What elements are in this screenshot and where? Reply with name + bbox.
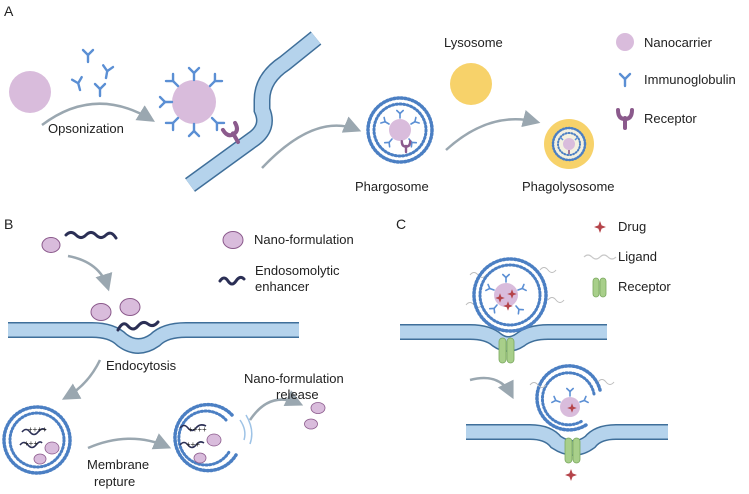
targeted-liposome-bottom: [529, 364, 615, 432]
release-arrow: [248, 390, 304, 421]
release-label-1: Nano-formulation: [244, 371, 344, 386]
membrane-receptor-c-bottom: [564, 437, 581, 464]
svg-text:+++: +++: [186, 440, 200, 449]
legend-ligand-icon: [583, 254, 617, 260]
ruptured-endosome: ++++ +++: [173, 402, 253, 473]
phagosome: [366, 96, 434, 164]
nano-formulation-bound-2: [119, 298, 141, 316]
legend-enhancer-label-1: Endosomolytic: [255, 263, 340, 278]
legend-ligand-label: Ligand: [618, 249, 657, 264]
endosome: ++++ +++: [2, 405, 72, 475]
internalization-arrow-c: [469, 376, 514, 400]
opsonization-label: Opsonization: [48, 121, 124, 136]
legend-nanocarrier-label: Nanocarrier: [644, 35, 713, 50]
released-nano-formulation-1: [310, 402, 326, 414]
legend-receptor-label: Receptor: [644, 111, 697, 126]
nanocarrier-free: [9, 71, 51, 113]
release-label-2: release: [276, 387, 319, 402]
legend-drug-icon: [594, 221, 606, 233]
phagolysosome: [544, 119, 594, 169]
enhancer-bound: [116, 320, 160, 332]
legend-enhancer-label-2: enhancer: [255, 279, 310, 294]
legend-nanocarrier-swatch: [616, 33, 634, 51]
endocytosis-label: Endocytosis: [106, 358, 177, 373]
phagolysosome-label: Phagolysosome: [522, 179, 615, 194]
released-nano-formulation-2: [304, 418, 318, 430]
endocytosis-arrow: [61, 359, 102, 400]
opsonized-nanocarrier: [172, 80, 216, 124]
legend-nano-formulation-label: Nano-formulation: [254, 232, 354, 247]
rupture-label-1: Membrane: [87, 457, 149, 472]
panel-b-letter: B: [4, 216, 13, 232]
legend-immunoglobulin-icon: [618, 72, 632, 88]
phagosome-label: Phargosome: [355, 179, 429, 194]
svg-text:+++: +++: [24, 439, 38, 448]
targeted-liposome-top: [465, 257, 565, 333]
panel-c-letter: C: [396, 216, 406, 232]
internalized-drug: [565, 469, 577, 481]
phagocytosis-arrow: [261, 116, 362, 169]
opsonization-arrow: [41, 102, 155, 126]
fusion-arrow: [445, 110, 541, 151]
panel-a-letter: A: [4, 3, 14, 19]
legend-drug-label: Drug: [618, 219, 646, 234]
legend-receptor-c-icon: [592, 277, 607, 298]
enhancer-free: [64, 231, 118, 240]
lysosome-label: Lysosome: [444, 35, 503, 50]
rupture-arrow: [87, 433, 172, 450]
membrane-receptor-c-top: [498, 337, 515, 364]
approach-arrow-b: [67, 254, 113, 292]
legend-nano-formulation-swatch: [222, 231, 244, 249]
free-immunoglobulin-group: [70, 48, 115, 98]
rupture-label-2: repture: [94, 474, 135, 489]
nano-formulation-bound-1: [90, 303, 112, 321]
legend-receptor-c-label: Receptor: [618, 279, 671, 294]
svg-text:++++: ++++: [188, 425, 207, 434]
legend-immunoglobulin-label: Immunoglobulin: [644, 72, 736, 87]
svg-text:++++: ++++: [28, 425, 47, 434]
legend-enhancer-icon: [218, 275, 246, 286]
lysosome: [450, 63, 492, 105]
nano-formulation-free: [41, 237, 61, 253]
legend-receptor-icon: [616, 108, 634, 130]
